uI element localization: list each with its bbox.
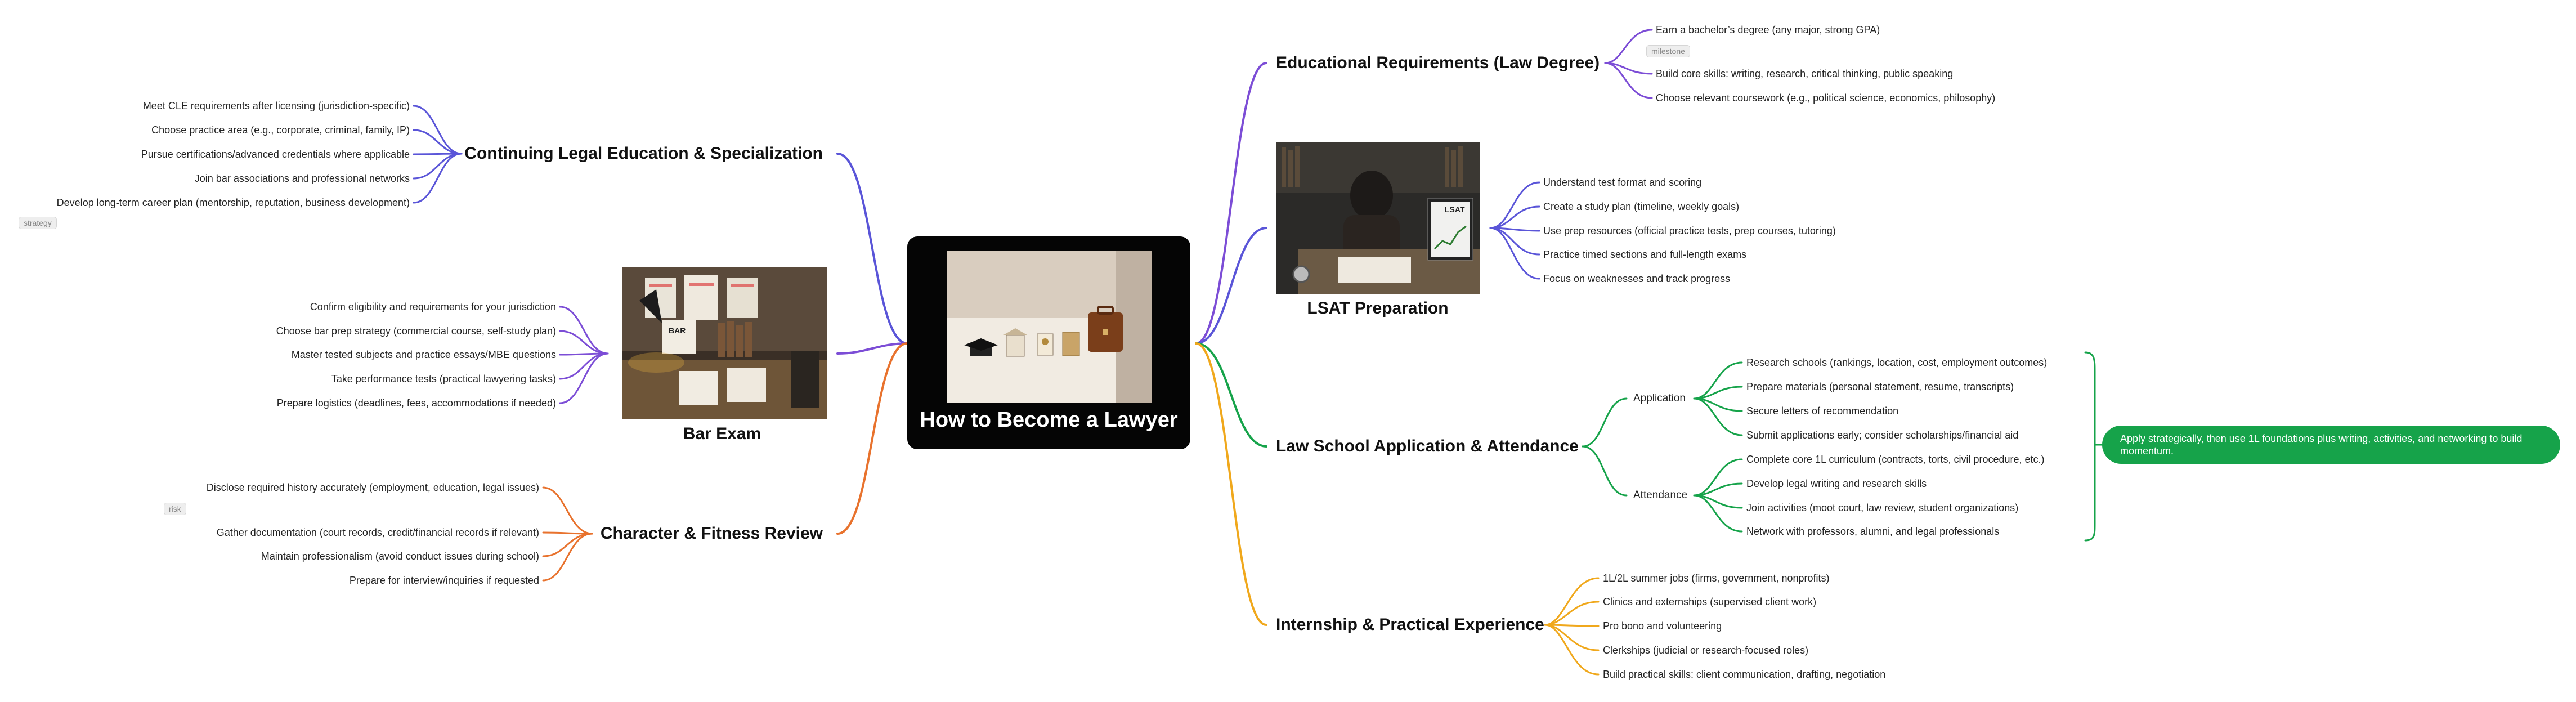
branch-internship-title[interactable]: Internship & Practical Experience <box>1276 615 1544 634</box>
application-item: Submit applications early; consider scho… <box>1746 430 2019 441</box>
branch-lawschool-title[interactable]: Law School Application & Attendance <box>1276 437 1579 455</box>
cle-item: Join bar associations and professional n… <box>194 173 410 184</box>
internship-item: Clerkships (judicial or research-focused… <box>1603 645 1809 656</box>
graduation-cap-icon <box>964 338 998 356</box>
lsat-item: Use prep resources (official practice te… <box>1543 225 1836 236</box>
desk-lamp-icon <box>639 289 662 323</box>
education-item: Earn a bachelor’s degree (any major, str… <box>1656 24 1880 35</box>
bar-item: Master tested subjects and practice essa… <box>291 349 556 360</box>
application-item: Secure letters of recommendation <box>1746 405 1899 417</box>
root-illustration <box>947 251 1152 403</box>
application-item: Research schools (rankings, location, co… <box>1746 357 2048 368</box>
lsat-illustration: LSAT <box>1276 142 1480 294</box>
internship-item: Build practical skills: client communica… <box>1603 669 1886 680</box>
character-item: Prepare for interview/inquiries if reque… <box>349 575 539 586</box>
stopwatch-icon <box>1292 265 1310 283</box>
cle-item: Meet CLE requirements after licensing (j… <box>142 100 410 111</box>
internship-item: Pro bono and volunteering <box>1603 620 1722 632</box>
branch-bar-title[interactable]: Bar Exam <box>683 424 761 443</box>
character-item: Gather documentation (court records, cre… <box>216 527 539 538</box>
education-item: Build core skills: writing, research, cr… <box>1656 68 1954 79</box>
branch-cle-title[interactable]: Continuing Legal Education & Specializat… <box>464 144 823 163</box>
education-item: Choose relevant coursework (e.g., politi… <box>1656 92 1996 104</box>
cle-item: Pursue certifications/advanced credentia… <box>141 149 410 160</box>
attendance-item: Complete core 1L curriculum (contracts, … <box>1746 454 2045 465</box>
attendance-item: Network with professors, alumni, and leg… <box>1746 526 2000 537</box>
root-title: How to Become a Lawyer <box>920 408 1178 432</box>
branch-character-title[interactable]: Character & Fitness Review <box>600 524 823 543</box>
application-node[interactable]: Application <box>1633 392 1686 404</box>
bar-exam-illustration: BAR <box>622 267 827 419</box>
scales-icon <box>1037 333 1054 356</box>
lawschool-summary[interactable]: Apply strategically, then use 1L foundat… <box>2102 426 2560 464</box>
certificate-icon <box>1062 332 1080 356</box>
internship-item: 1L/2L summer jobs (firms, government, no… <box>1603 573 1830 584</box>
application-item: Prepare materials (personal statement, r… <box>1746 381 2014 392</box>
root-node[interactable]: How to Become a Lawyer <box>907 236 1190 449</box>
bar-item: Take performance tests (practical lawyer… <box>331 373 556 384</box>
character-item: Maintain professionalism (avoid conduct … <box>261 551 539 562</box>
bar-item: Choose bar prep strategy (commercial cou… <box>276 325 556 337</box>
bar-item: Confirm eligibility and requirements for… <box>310 301 556 312</box>
attendance-node[interactable]: Attendance <box>1633 489 1688 501</box>
building-icon <box>1003 328 1027 357</box>
bar-calendar-label: BAR <box>669 326 686 335</box>
lsat-screen-label: LSAT <box>1445 205 1465 214</box>
attendance-item: Join activities (moot court, law review,… <box>1746 502 2019 513</box>
branch-lsat-title[interactable]: LSAT Preparation <box>1307 299 1449 318</box>
cle-item: Develop long-term career plan (mentorshi… <box>56 197 410 208</box>
strategy-tag: strategy <box>19 217 57 229</box>
internship-item: Clinics and externships (supervised clie… <box>1603 596 1817 607</box>
lsat-item: Focus on weaknesses and track progress <box>1543 273 1731 284</box>
lsat-item: Practice timed sections and full-length … <box>1543 249 1747 260</box>
cle-item: Choose practice area (e.g., corporate, c… <box>151 124 410 136</box>
lsat-item: Create a study plan (timeline, weekly go… <box>1543 201 1740 212</box>
milestone-tag: milestone <box>1646 45 1690 57</box>
bar-item: Prepare logistics (deadlines, fees, acco… <box>276 397 556 409</box>
chair-icon <box>791 351 819 408</box>
risk-tag: risk <box>164 503 186 515</box>
lsat-item: Understand test format and scoring <box>1543 177 1702 188</box>
briefcase-icon <box>1088 306 1123 352</box>
character-item: Disclose required history accurately (em… <box>206 482 539 493</box>
branch-education-title[interactable]: Educational Requirements (Law Degree) <box>1276 53 1600 72</box>
attendance-item: Develop legal writing and research skill… <box>1746 478 1927 489</box>
